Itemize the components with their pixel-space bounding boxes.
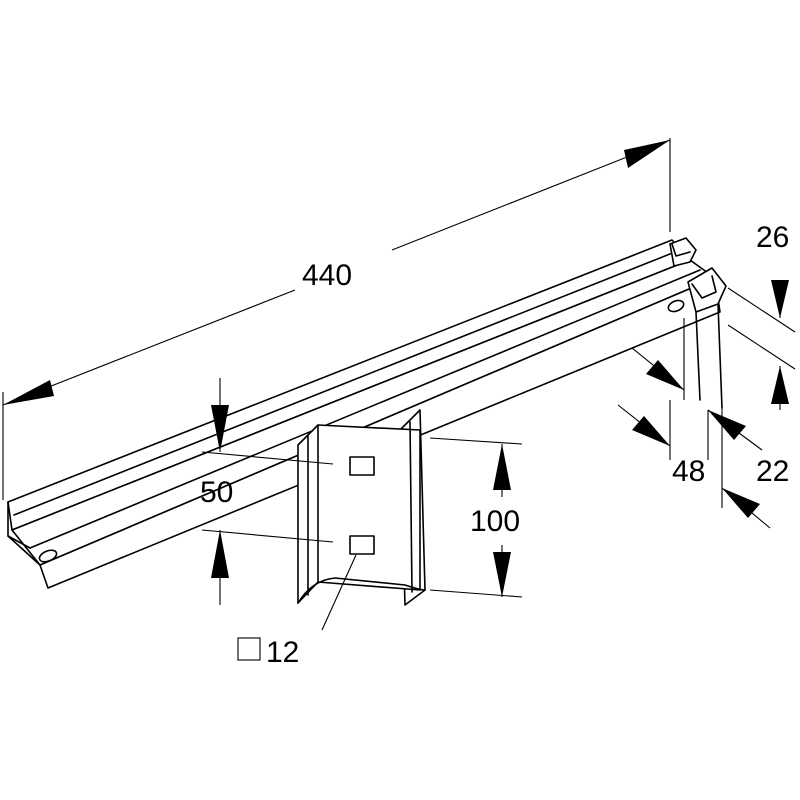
dimension-22: 22 <box>707 408 789 529</box>
square-symbol-icon <box>237 637 261 661</box>
square-hole-lower <box>349 535 375 555</box>
dimension-label-profile-width: 22 <box>756 455 789 488</box>
dimension-hole: 12 □ <box>237 554 357 669</box>
channel-profile-end <box>669 237 727 409</box>
dimension-50: 50 <box>200 378 334 605</box>
dimension-label-hole: 12 <box>266 636 299 669</box>
dimension-label-profile-height: 26 <box>756 221 789 254</box>
dimension-label-length: 440 <box>302 259 352 292</box>
square-hole-upper <box>349 456 375 476</box>
dimension-label-height: 100 <box>470 505 520 538</box>
dimension-440: 440 <box>2 138 671 500</box>
dimension-100: 100 <box>429 437 523 598</box>
dimension-48: 48 <box>617 318 705 488</box>
dimension-label-depth: 50 <box>200 476 233 509</box>
dimension-label-overall-width: 48 <box>672 455 705 488</box>
mounting-bracket <box>297 409 426 606</box>
dimension-26: 26 <box>727 221 796 410</box>
